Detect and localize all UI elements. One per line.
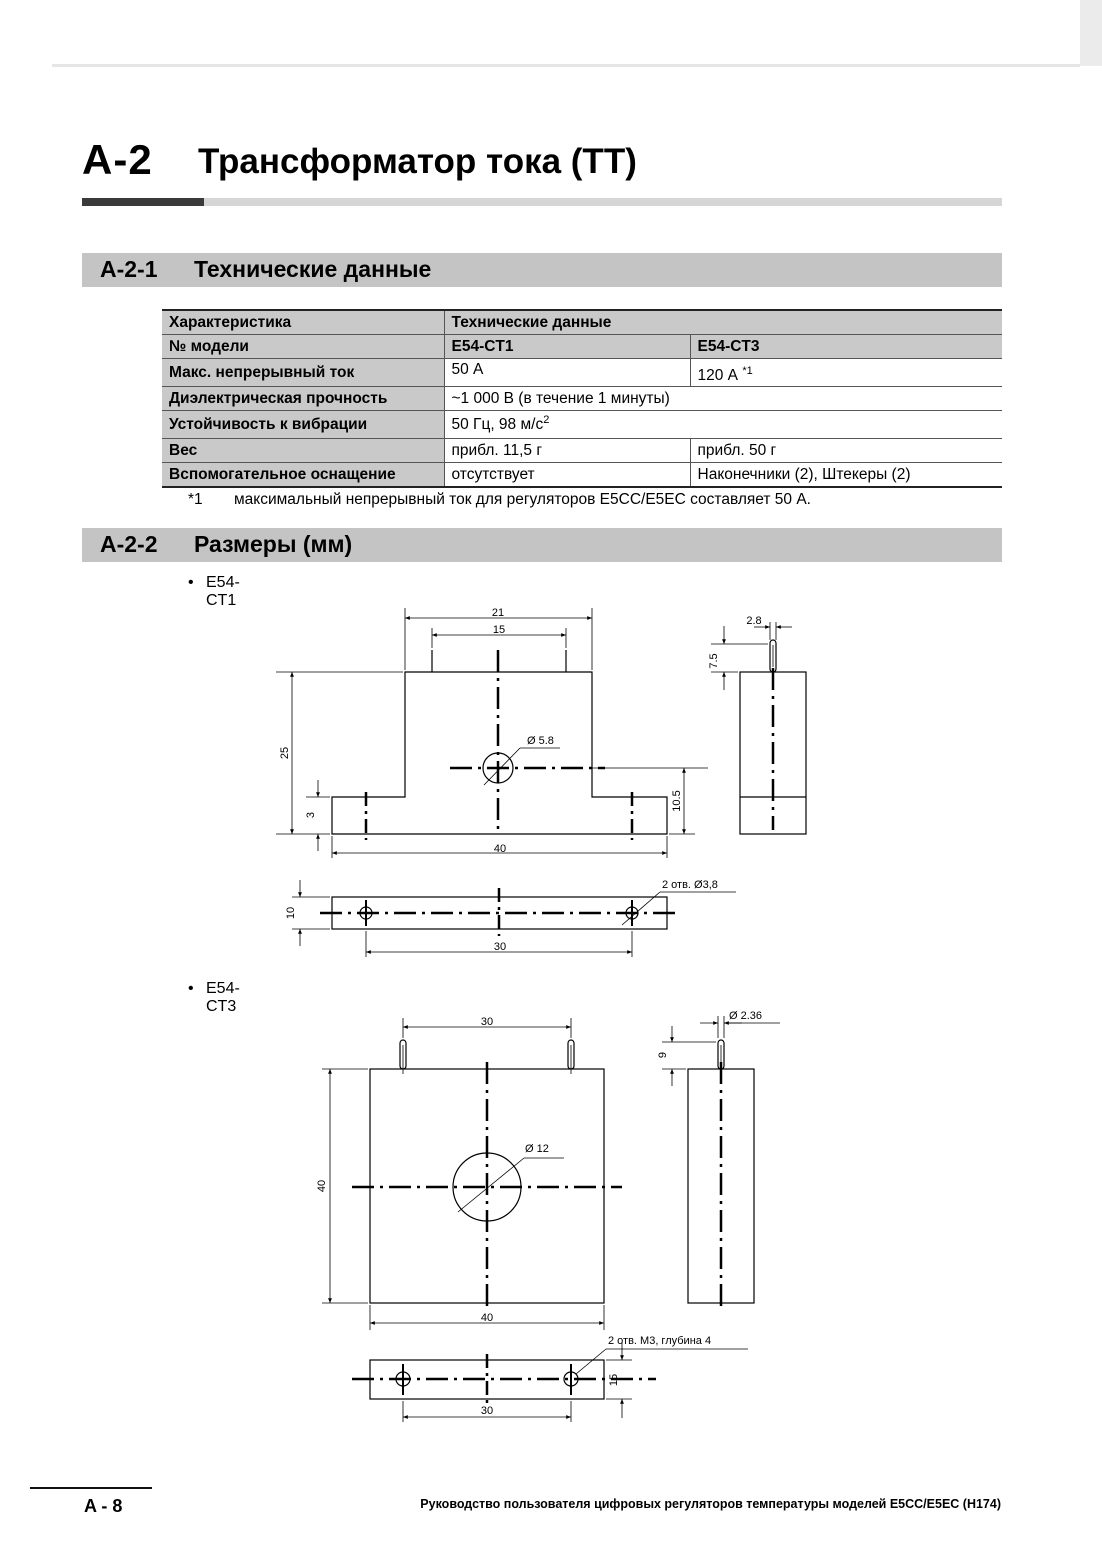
row-label: Вспомогательное оснащение — [162, 462, 444, 488]
model-cell: E54-CT3 — [689, 334, 1002, 359]
dim-label: 40 — [481, 1312, 493, 1324]
chapter-underline-dark — [82, 198, 204, 206]
cell-text: 50 Гц, 98 м/с — [451, 416, 544, 434]
page-number: A - 8 — [84, 1496, 123, 1516]
section-heading-specs: A-2-1 Технические данные — [82, 253, 1002, 287]
spec-table: Характеристика Технические данные № моде… — [162, 309, 1002, 488]
section-title: Технические данные — [194, 256, 432, 282]
drawing-e54-ct3: 30 Ø 12 40 40 Ø 2.36 9 — [316, 1010, 780, 1422]
chapter-underline-light — [204, 198, 1002, 206]
table-row: Макс. непрерывный ток 50 А 120 А *1 — [162, 358, 1002, 387]
table-cell: прибл. 50 г — [689, 438, 1002, 463]
section-title: Размеры (мм) — [194, 531, 353, 557]
row-label: Макс. непрерывный ток — [162, 358, 444, 387]
footnote-mark: *1 — [188, 491, 203, 508]
dim-label: Ø 12 — [525, 1143, 549, 1155]
bullet-icon: • — [188, 574, 194, 591]
model-label-cell: № модели — [162, 334, 444, 359]
header-cell: Технические данные — [443, 309, 1002, 335]
model-cell: E54-CT1 — [443, 334, 690, 359]
drawing-e54-ct1: 21 15 Ø 5.8 25 3 10.5 40 2.8 7.5 — [276, 607, 807, 957]
dim-label: Ø 5.8 — [527, 735, 554, 747]
footer-rule — [30, 1487, 152, 1489]
table-cell: 50 А — [443, 358, 690, 387]
table-cell: 50 Гц, 98 м/с2 — [443, 410, 1002, 439]
header-cell: Характеристика — [162, 309, 444, 335]
section-heading-dimensions: A-2-2 Размеры (мм) — [82, 528, 1002, 562]
footnote-ref: *1 — [742, 364, 753, 377]
dim-label: 2.8 — [746, 615, 761, 627]
bullet-icon: • — [188, 980, 194, 997]
dim-label: 7.5 — [708, 653, 720, 668]
table-row: Вспомогательное оснащение отсутствует На… — [162, 462, 1002, 488]
dim-label: Ø 2.36 — [729, 1010, 762, 1022]
dim-label: 3 — [305, 812, 317, 818]
dim-label: 2 отв. M3, глубина 4 — [608, 1335, 711, 1347]
row-label: Устойчивость к вибрации — [162, 410, 444, 439]
model-name: E54-CT3 — [206, 980, 240, 1015]
table-header-row: Характеристика Технические данные — [162, 309, 1002, 335]
dim-label: 9 — [657, 1052, 669, 1058]
section-number: A-2-2 — [100, 531, 158, 557]
dim-label: 15 — [608, 1374, 620, 1386]
table-row: Вес прибл. 11,5 г прибл. 50 г — [162, 438, 1002, 463]
table-cell: ~1 000 В (в течение 1 минуты) — [443, 386, 1002, 411]
dim-label: 2 отв. Ø3,8 — [662, 879, 718, 891]
table-row: Диэлектрическая прочность ~1 000 В (в те… — [162, 386, 1002, 411]
chapter-title: Трансформатор тока (ТТ) — [198, 142, 637, 181]
table-row: Устойчивость к вибрации 50 Гц, 98 м/с2 — [162, 410, 1002, 439]
ct1-dimension-lines — [276, 608, 708, 858]
model-name: E54-CT1 — [206, 574, 240, 609]
footnote-text: максимальный непрерывный ток для регулят… — [234, 491, 811, 508]
dim-label: 40 — [316, 1180, 328, 1192]
section-number: A-2-1 — [100, 256, 158, 282]
table-cell: Наконечники (2), Штекеры (2) — [689, 462, 1002, 488]
superscript: 2 — [543, 414, 550, 427]
footer-text: Руководство пользователя цифровых регуля… — [420, 1497, 1001, 1511]
dim-label: 40 — [494, 843, 506, 855]
cell-text: 120 А — [697, 367, 739, 384]
header-rule — [52, 64, 1080, 67]
table-cell: прибл. 11,5 г — [443, 438, 690, 463]
table-cell: 120 А *1 — [689, 358, 1002, 387]
dim-label: 15 — [493, 624, 505, 636]
dim-label: 10 — [285, 907, 297, 919]
dim-label: 10.5 — [671, 790, 683, 811]
ct1-front-outline — [331, 671, 668, 835]
table-cell: отсутствует — [443, 462, 690, 488]
dim-label: 30 — [481, 1405, 493, 1417]
row-label: Диэлектрическая прочность — [162, 386, 444, 411]
page-corner-tab — [1080, 0, 1102, 66]
dim-label: 25 — [279, 747, 291, 759]
dim-label: 30 — [481, 1016, 493, 1028]
dim-label: 21 — [492, 607, 504, 619]
dim-label: 30 — [494, 941, 506, 953]
chapter-number: A-2 — [82, 136, 153, 183]
row-label: Вес — [162, 438, 444, 463]
table-model-row: № модели E54-CT1 E54-CT3 — [162, 334, 1002, 359]
